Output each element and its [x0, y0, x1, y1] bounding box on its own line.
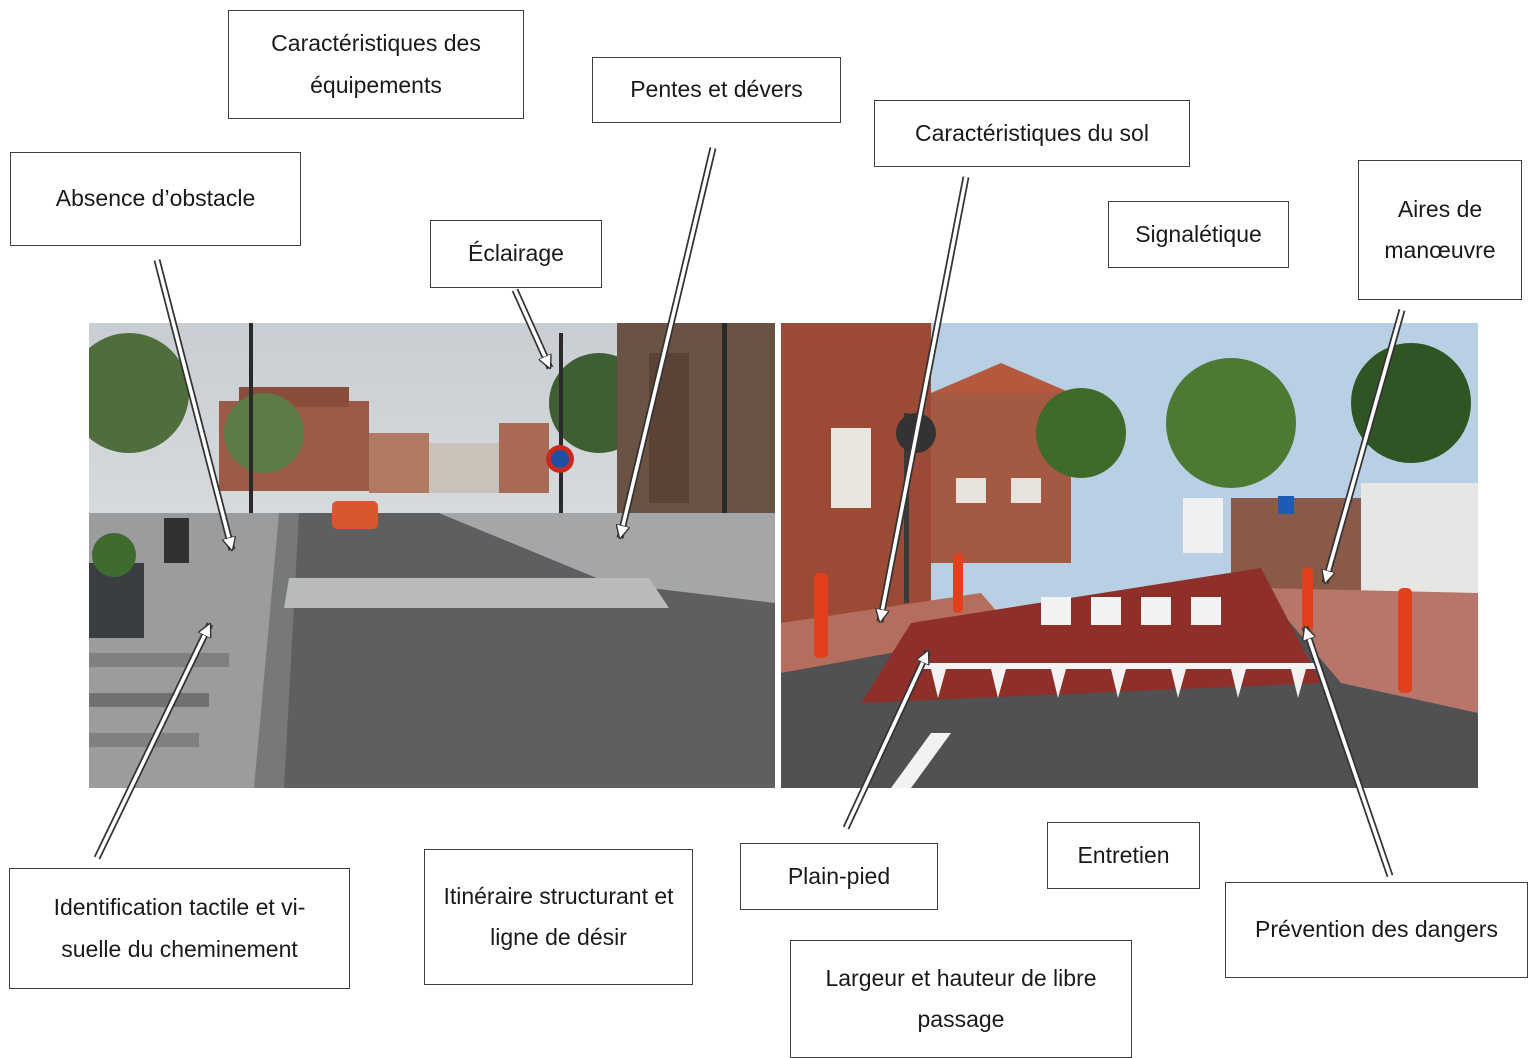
label-eclairage: Éclairage [430, 220, 602, 288]
label-plainpied: Plain-pied [740, 843, 938, 910]
street-photo-right [781, 323, 1478, 788]
label-largeur: Largeur et hauteur de libre passage [790, 940, 1132, 1058]
label-signaletique: Signalétique [1108, 201, 1289, 268]
label-equipements: Caractéristiques des équipements [228, 10, 524, 119]
label-prevention: Prévention des dangers [1225, 882, 1528, 978]
label-manoeuvre: Aires de manœuvre [1358, 160, 1522, 300]
street-photo-left [89, 323, 775, 788]
label-entretien: Entretien [1047, 822, 1200, 889]
label-pentes: Pentes et dévers [592, 57, 841, 123]
label-sol: Caractéristiques du sol [874, 100, 1190, 167]
label-itineraire: Itinéraire structurant et ligne de désir [424, 849, 693, 985]
label-obstacle: Absence d’obstacle [10, 152, 301, 246]
label-identification: Identification tactile et vi-suelle du c… [9, 868, 350, 989]
